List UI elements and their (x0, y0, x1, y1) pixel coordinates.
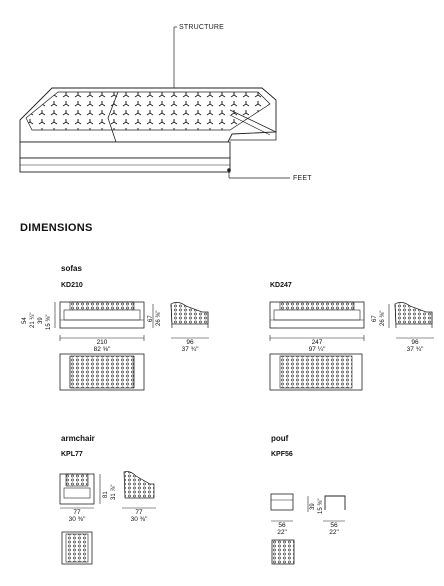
kd210-top-view (59, 353, 145, 391)
armchair-front-view (59, 473, 95, 505)
pouf-width-in: 22" (277, 529, 287, 536)
kd247-front-view (269, 301, 365, 329)
kd247-top-view (269, 353, 363, 391)
kd247-width-in: 97 ¼" (308, 346, 326, 353)
structure-callout: STRUCTURE (179, 24, 224, 31)
pouf-depth-in: 22" (329, 529, 339, 536)
armchair-side-view (123, 471, 155, 499)
armchair-width-cm: 77 (73, 509, 81, 516)
kd247-depth-in: 37 ¾" (406, 346, 424, 353)
kd210-front-view (59, 301, 145, 329)
kd247-side-view (394, 302, 433, 329)
pouf-front-view (270, 493, 294, 511)
kd210-side-view (170, 302, 209, 329)
kd210-code: KD210 (61, 282, 83, 289)
kd247-code: KD247 (270, 282, 292, 289)
armchair-width-in: 30 ⅜" (68, 516, 86, 523)
pouf-h-cm: 39 (310, 503, 316, 510)
armchair-depth-in: 30 ⅜" (130, 516, 148, 523)
kd210-depth-cm: 96 (186, 339, 194, 346)
pouf-code: KPF56 (271, 451, 293, 458)
pouf-h-in: 15 ⅜" (318, 498, 324, 514)
armchair-category-label: armchair (61, 434, 95, 443)
pouf-depth-cm: 56 (330, 522, 338, 529)
armchair-depth-cm: 77 (135, 509, 143, 516)
pouf-width-cm: 56 (278, 522, 286, 529)
armchair-top-view (61, 531, 93, 565)
kd247-depth-cm: 96 (411, 339, 419, 346)
feet-callout: FEET (293, 175, 312, 182)
kd247-width-cm: 247 (311, 339, 323, 346)
dimensions-heading: DIMENSIONS (20, 222, 93, 234)
kd210-width-cm: 210 (96, 339, 108, 346)
pouf-category-label: pouf (271, 434, 289, 443)
pouf-top-view (271, 539, 295, 565)
armchair-code: KPL77 (61, 451, 83, 458)
kd210-depth-in: 37 ¾" (181, 346, 199, 353)
sofas-category-label: sofas (61, 264, 82, 273)
kd210-width-in: 82 ⅝" (93, 346, 111, 353)
pouf-side-view (324, 495, 346, 510)
